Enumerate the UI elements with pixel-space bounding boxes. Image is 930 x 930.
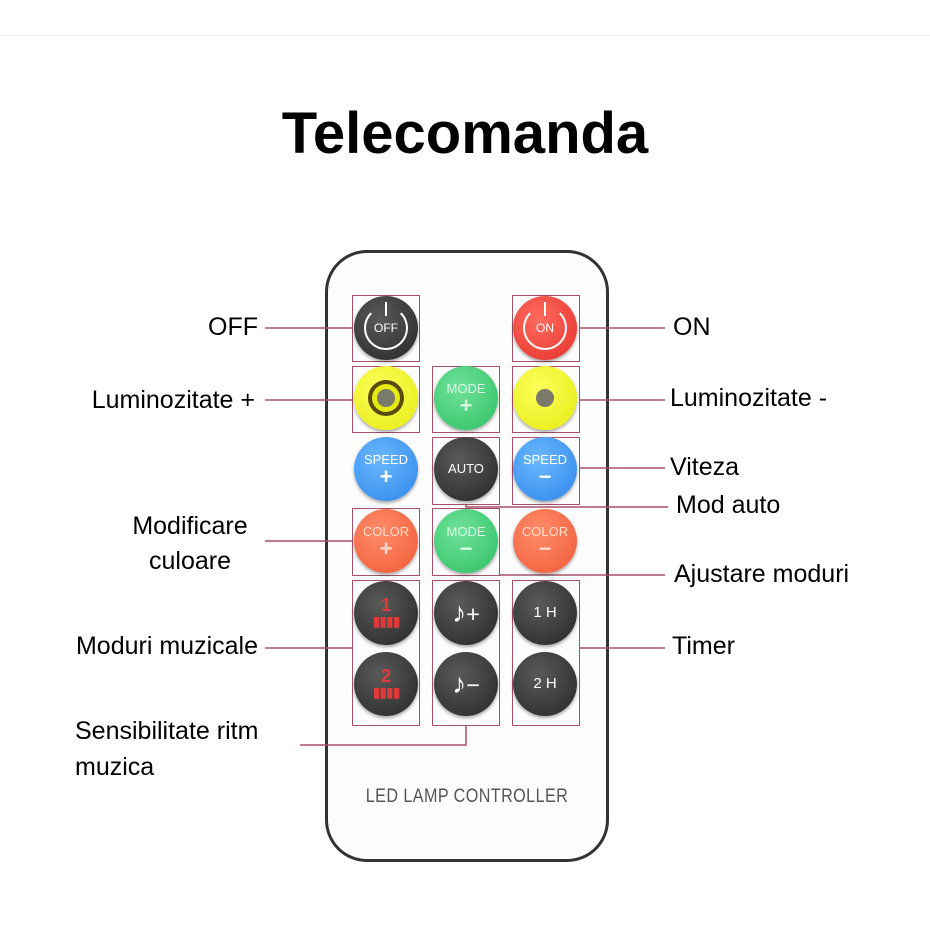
box-on xyxy=(512,295,580,362)
speed-minus-button[interactable]: SPEED− xyxy=(513,437,577,501)
mode-plus-button[interactable]: MODE+ xyxy=(434,366,498,430)
box-sensitivity xyxy=(432,580,500,726)
sensitivity-plus-button[interactable]: ♪+ xyxy=(434,581,498,645)
line-auto xyxy=(465,504,668,508)
box-off xyxy=(352,295,420,362)
auto-button[interactable]: AUTO xyxy=(434,437,498,501)
sensitivity-minus-button[interactable]: ♪− xyxy=(434,652,498,716)
box-mode-minus xyxy=(432,508,500,576)
brightness-down-button[interactable] xyxy=(513,366,577,430)
label-speed: Viteza xyxy=(670,453,740,481)
box-color-plus xyxy=(352,508,420,576)
music-mode-2-button[interactable]: 2▮▮▮▮ xyxy=(354,652,418,716)
power-icon: OFF xyxy=(364,302,408,350)
music-note-minus-icon: ♪− xyxy=(452,667,480,699)
label-auto-mode: Mod auto xyxy=(676,491,781,519)
label-adjust-modes: Ajustare moduri xyxy=(674,560,850,588)
remote-brand: LED LAMP CONTROLLER xyxy=(365,786,569,807)
label-brightness-down: Luminozitate - xyxy=(670,384,828,412)
label-music-modes: Moduri muzicale xyxy=(75,632,258,660)
power-icon: ON xyxy=(523,302,567,350)
color-plus-button[interactable]: COLOR+ xyxy=(354,509,418,573)
timer-1h-button[interactable]: 1 H xyxy=(513,581,577,645)
label-off: OFF xyxy=(208,313,258,341)
music-note-plus-icon: ♪+ xyxy=(452,596,480,628)
label-on: ON xyxy=(673,313,711,341)
line-sensitivity xyxy=(300,725,467,746)
off-button[interactable]: OFF xyxy=(354,296,418,360)
speed-plus-button[interactable]: SPEED+ xyxy=(354,437,418,501)
label-timer: Timer xyxy=(672,632,735,660)
divider xyxy=(0,35,930,36)
equalizer-icon: ▮▮▮▮ xyxy=(372,613,401,629)
on-button[interactable]: ON xyxy=(513,296,577,360)
equalizer-icon: ▮▮▮▮ xyxy=(372,684,401,700)
box-timer xyxy=(512,580,580,726)
mode-minus-button[interactable]: MODE− xyxy=(434,509,498,573)
timer-2h-button[interactable]: 2 H xyxy=(513,652,577,716)
color-minus-button[interactable]: COLOR− xyxy=(513,509,577,573)
brightness-up-button[interactable] xyxy=(354,366,418,430)
sun-icon xyxy=(377,389,395,407)
label-brightness-up: Luminozitate + xyxy=(91,386,255,414)
box-music xyxy=(352,580,420,726)
page-title: Telecomanda xyxy=(281,101,649,166)
sun-icon xyxy=(536,389,554,407)
music-mode-1-button[interactable]: 1▮▮▮▮ xyxy=(354,581,418,645)
